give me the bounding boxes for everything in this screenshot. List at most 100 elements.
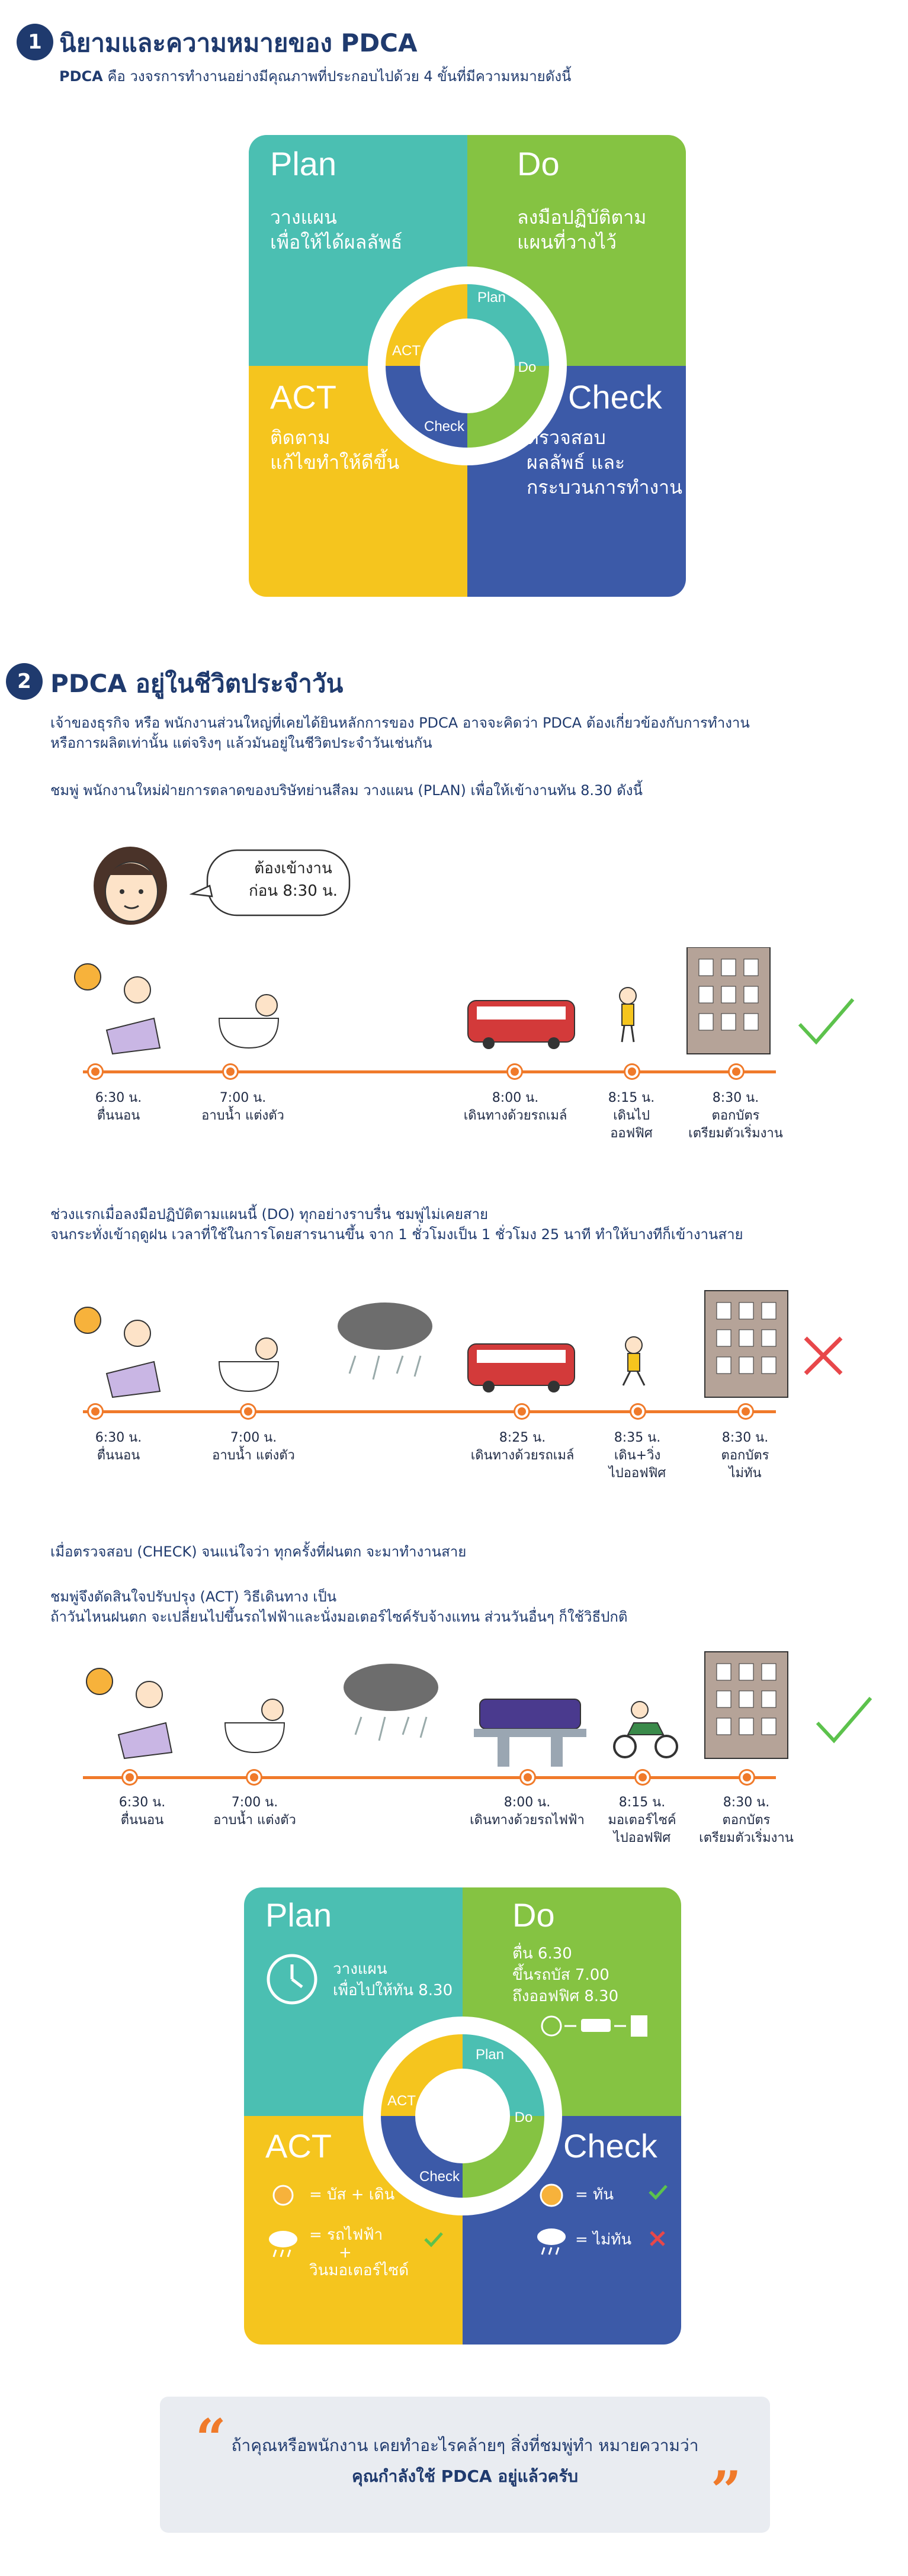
rain-cloud-icon <box>338 1303 432 1380</box>
office-building-icon <box>704 1290 788 1398</box>
do-desc-1: ลงมือปฏิบัติตาม <box>517 206 647 229</box>
sun-icon <box>272 2185 294 2206</box>
ring-do-label: Do <box>515 2109 533 2125</box>
section-2-para-5: ชมพู่จึงตัดสินใจปรับปรุง (ACT) วิธีเดินท… <box>50 1587 627 1627</box>
rain-cloud-icon <box>269 2231 297 2257</box>
ring-check-label: Check <box>424 419 465 435</box>
check-rain-text: = ไม่ทัน <box>575 2231 632 2249</box>
skytrain-icon <box>474 1699 586 1767</box>
timeline-3-label: 8:00 น.เดินทางด้วยรถไฟฟ้า <box>470 1795 585 1828</box>
pdca-cycle-ring: Plan Do Check ACT <box>363 2017 562 2215</box>
check-desc-2: ผลลัพธ์ และ <box>527 451 625 474</box>
timeline-1-dot <box>625 1065 639 1078</box>
plan-title: Plan <box>270 145 337 182</box>
waking-person-icon <box>105 1320 161 1398</box>
bus-icon <box>467 1343 575 1392</box>
quote-box: “ ถ้าคุณหรือพนักงาน เคยทำอะไรคล้ายๆ สิ่ง… <box>160 2397 770 2533</box>
section-2-number: 2 <box>6 663 43 700</box>
pdca-diagram-1: Plan วางแผน เพื่อให้ได้ผลลัพธ์ Do ลงมือป… <box>249 135 686 597</box>
para-5-line-2: ถ้าวันไหนฝนตก จะเปลี่ยนไปขึ้นรถไฟฟ้าและน… <box>50 1609 628 1625</box>
bus-icon <box>467 1000 575 1049</box>
act-title: ACT <box>270 378 336 416</box>
fail-cross-icon <box>804 1336 843 1375</box>
quote-line-2: คุณกำลังใช้ PDCA อยู่แล้วครับ <box>351 2466 579 2486</box>
timeline-1-label: 8:15 น.เดินไปออฟฟิศ <box>608 1091 655 1141</box>
bathtub-icon <box>218 994 280 1049</box>
timeline-3-dot <box>521 1771 534 1784</box>
office-building-icon <box>704 1651 788 1759</box>
motorcycle-icon <box>613 1701 678 1758</box>
timeline-2-label: 6:30 น.ตื่นนอน <box>95 1430 142 1463</box>
waking-person-icon <box>117 1681 173 1760</box>
timeline-1-illustrations <box>74 947 855 1055</box>
section-1-title: นิยามและความหมายของ PDCA <box>59 28 418 57</box>
para-5-line-1: ชมพู่จึงตัดสินใจปรับปรุง (ACT) วิธีเดินท… <box>50 1588 337 1605</box>
act-desc-1: ติดตาม <box>270 426 331 449</box>
timeline-2-dot <box>631 1405 644 1418</box>
ring-do-label: Do <box>518 359 537 375</box>
do-desc-2: แผนที่วางไว้ <box>517 231 617 253</box>
walking-person-icon <box>619 987 637 1043</box>
timeline-2-label: 8:25 น.เดินทางด้วยรถเมล์ <box>470 1430 575 1463</box>
waking-person-icon <box>105 976 161 1055</box>
timeline-3-illustrations <box>86 1651 872 1767</box>
sun-icon <box>74 963 101 990</box>
timeline-2-dot <box>89 1405 102 1418</box>
check-title: Check <box>563 2127 657 2165</box>
plan-title: Plan <box>265 1896 332 1934</box>
clock-icon <box>267 1954 317 2005</box>
do-title: Do <box>517 145 560 182</box>
quadrant-plan: Plan วางแผน เพื่อให้ได้ผลลัพธ์ <box>249 135 467 366</box>
speech-bubble-text: ต้องเข้างาน ก่อน 8:30 น. <box>213 857 373 902</box>
timeline-3-dot <box>740 1771 753 1784</box>
act-desc-2: แก้ไขทำให้ดีขึ้น <box>270 451 400 474</box>
check-title: Check <box>568 378 662 416</box>
section-2-title: PDCA อยู่ในชีวิตประจำวัน <box>50 669 344 698</box>
check-desc-3: กระบวนการทำงาน <box>527 476 682 499</box>
timeline-1-dot <box>224 1065 237 1078</box>
section-2-para-1: เจ้าของธุรกิจ หรือ พนักงานส่วนใหญ่ที่เคย… <box>50 713 750 753</box>
commute-icons <box>541 2015 647 2037</box>
timeline-1-dot <box>730 1065 743 1078</box>
bathtub-icon <box>224 1699 285 1754</box>
section-2-para-3: ช่วงแรกเมื่อลงมือปฏิบัติตามแผนนี้ (DO) ท… <box>50 1204 743 1244</box>
timeline-3-dot <box>248 1771 261 1784</box>
para-1-line-1: เจ้าของธุรกิจ หรือ พนักงานส่วนใหญ่ที่เคย… <box>50 715 750 731</box>
para-1-line-2: หรือการผลิตเท่านั้น แต่จริงๆ แล้วมันอยู่… <box>50 735 432 751</box>
ring-plan-label: Plan <box>477 290 506 305</box>
act-rain-text-3: วินมอเตอร์ไซด์ <box>309 2262 409 2279</box>
pdca-cycle-ring: Plan Do Check ACT <box>368 266 567 465</box>
quadrant-check: Check = ทัน = ไม่ทัน <box>463 2116 681 2345</box>
success-check-icon <box>798 998 855 1045</box>
girl-illustration <box>94 847 351 925</box>
rain-cloud-icon <box>344 1664 438 1741</box>
rain-cloud-icon <box>537 2228 566 2255</box>
act-rain-text-2: + <box>339 2244 352 2262</box>
timeline-2-label: 8:30 น.ตอกบัตรไม่ทัน <box>721 1430 769 1481</box>
timeline-2-label: 7:00 น.อาบน้ำ แต่งตัว <box>212 1430 295 1463</box>
ring-act-label: ACT <box>387 2093 416 2109</box>
quote-line-1: ถ้าคุณหรือพนักงาน เคยทำอะไรคล้ายๆ สิ่งที… <box>231 2436 699 2455</box>
running-person-icon <box>622 1336 646 1386</box>
timeline-3-dot <box>123 1771 136 1784</box>
act-sun-text: = บัส + เดิน <box>309 2186 395 2204</box>
timeline-2-dot <box>739 1405 752 1418</box>
do-desc-2: ขึ้นรถบัส 7.00 <box>512 1966 609 1984</box>
do-desc-1: ตื่น 6.30 <box>512 1945 572 1963</box>
timeline-3-line <box>83 1776 776 1779</box>
section-1-number: 1 <box>17 24 53 60</box>
timeline-2-dot <box>515 1405 528 1418</box>
check-sun-text: = ทัน <box>575 2186 614 2204</box>
act-rain-text-1: = รถไฟฟ้า <box>309 2226 383 2244</box>
ring-check-label: Check <box>419 2169 460 2185</box>
section-2-para-2: ชมพู่ พนักงานใหม่ฝ่ายการตลาดของบริษัทย่า… <box>50 782 643 799</box>
timeline-1-label: 8:00 น.เดินทางด้วยรถเมล์ <box>463 1091 567 1123</box>
timeline-3-label: 8:30 น.ตอกบัตรเตรียมตัวเริ่มงาน <box>699 1795 794 1845</box>
sun-icon <box>86 1668 113 1695</box>
timeline-1-dot <box>89 1065 102 1078</box>
bathtub-icon <box>218 1337 280 1392</box>
sun-icon <box>74 1307 101 1334</box>
plan-desc-2: เพื่อไปให้ทัน 8.30 <box>333 1982 453 1999</box>
timeline-2-dot <box>242 1405 255 1418</box>
para-3-line-2: จนกระทั่งเข้าฤดูฝน เวลาที่ใช้ในการโดยสาร… <box>50 1226 743 1243</box>
